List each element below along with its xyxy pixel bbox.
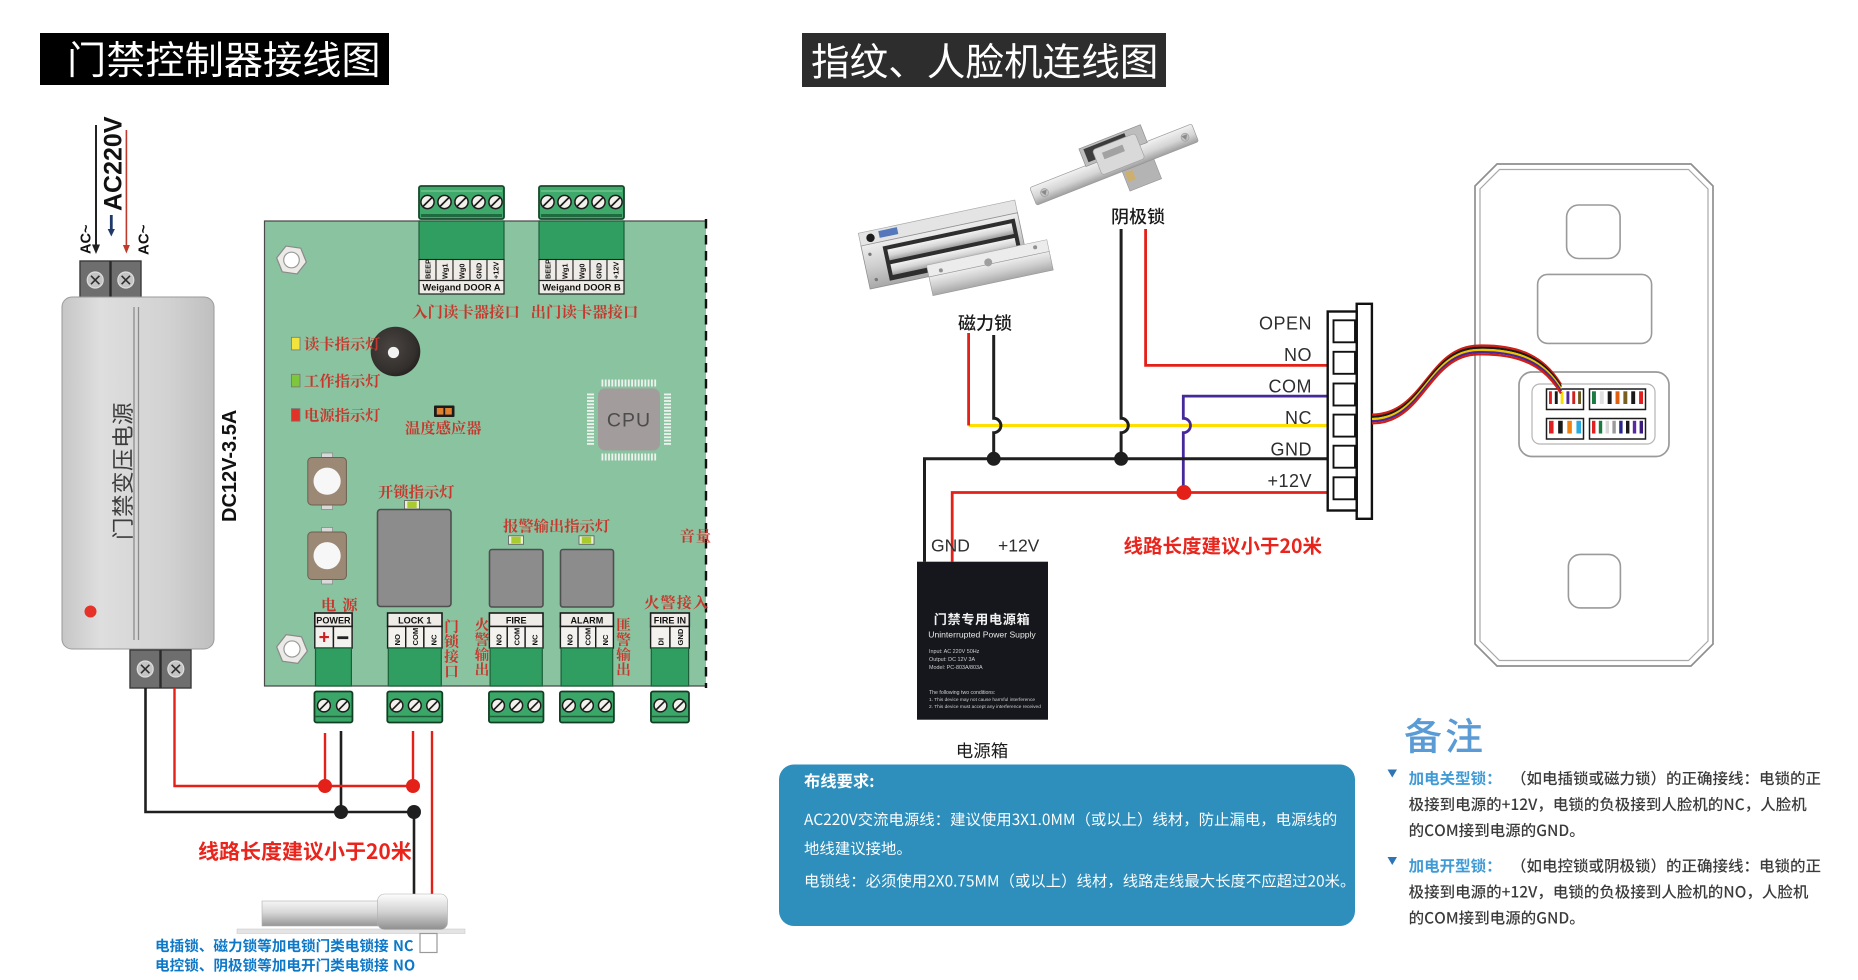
svg-text:NC: NC [429, 634, 438, 645]
svg-text:+12V: +12V [612, 262, 621, 279]
svg-text:2. This device must accept any: 2. This device must accept any interfere… [929, 704, 1041, 710]
svg-text:COM: COM [411, 628, 420, 646]
svg-text:GND: GND [676, 628, 685, 645]
svg-text:Model: PC-803A/803A: Model: PC-803A/803A [929, 665, 983, 671]
svg-text:+: + [319, 628, 330, 649]
svg-text:POWER: POWER [316, 616, 351, 626]
svg-text:Wg1: Wg1 [561, 264, 570, 279]
svg-text:The following two conditions:: The following two conditions: [929, 690, 995, 696]
svg-text:ALARM: ALARM [570, 616, 603, 626]
svg-text:NO: NO [566, 634, 575, 645]
svg-text:Wg0: Wg0 [458, 264, 467, 279]
svg-text:BEEP: BEEP [424, 259, 433, 279]
svg-text:Wg0: Wg0 [578, 264, 587, 279]
svg-text:+12V: +12V [492, 262, 501, 279]
svg-text:COM: COM [583, 628, 592, 646]
svg-text:FIRE IN: FIRE IN [654, 616, 686, 626]
svg-text:GND: GND [595, 263, 604, 279]
svg-text:GND: GND [475, 263, 484, 279]
svg-text:1. This device may not cause h: 1. This device may not cause harmful int… [929, 697, 1035, 703]
svg-text:COM: COM [1269, 377, 1313, 397]
svg-text:DC12V-3.5A: DC12V-3.5A [219, 410, 241, 522]
svg-text:NO: NO [393, 634, 402, 645]
svg-text:Output: DC 12V 3A: Output: DC 12V 3A [929, 657, 976, 663]
svg-text:+12V: +12V [1267, 471, 1312, 491]
svg-text:NO: NO [495, 634, 504, 645]
svg-text:+12V: +12V [998, 536, 1040, 556]
svg-text:NC: NC [1285, 408, 1312, 428]
svg-text:OPEN: OPEN [1259, 314, 1312, 334]
svg-text:FIRE: FIRE [506, 616, 527, 626]
svg-text:AC220V: AC220V [100, 116, 128, 211]
svg-text:LOCK 1: LOCK 1 [398, 616, 431, 626]
svg-text:CPU: CPU [607, 410, 651, 432]
svg-text:Uninterrupted Power Supply: Uninterrupted Power Supply [928, 630, 1036, 640]
svg-text:Weigand DOOR A: Weigand DOOR A [423, 283, 501, 293]
svg-text:Input: AC 220V 50Hz: Input: AC 220V 50Hz [929, 649, 980, 655]
svg-text:AC~: AC~ [136, 224, 153, 255]
svg-text:GND: GND [1271, 439, 1313, 459]
svg-text:DI: DI [657, 638, 666, 646]
svg-text:AC~: AC~ [79, 225, 95, 254]
svg-text:COM: COM [513, 628, 522, 646]
svg-text:Wg1: Wg1 [441, 264, 450, 279]
svg-text:NC: NC [530, 634, 539, 645]
svg-text:NO: NO [1284, 345, 1312, 365]
svg-text:BEEP: BEEP [544, 259, 553, 279]
svg-text:Weigand DOOR B: Weigand DOOR B [542, 283, 621, 293]
svg-text:GND: GND [931, 536, 970, 556]
svg-text:NC: NC [601, 634, 610, 645]
